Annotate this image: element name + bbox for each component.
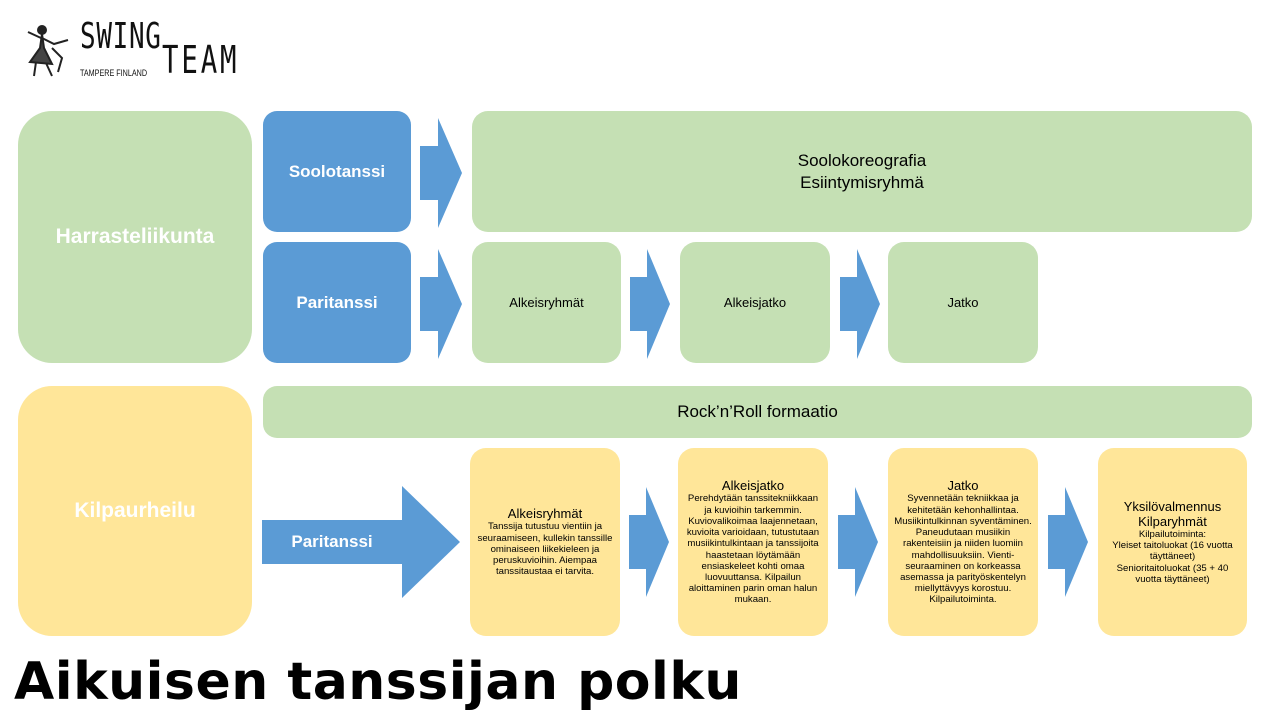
- category-harrasteliikunta: Harrasteliikunta: [18, 111, 252, 363]
- arrow-right-icon: [629, 487, 669, 597]
- soolokoreografia-label: Soolokoreografia: [797, 150, 927, 170]
- page-title: Aikuisen tanssijan polku: [14, 652, 742, 712]
- arrow-right-icon: [420, 118, 462, 228]
- arrow-right-icon: [420, 249, 462, 359]
- kilpa-stage-alkeisjatko: Alkeisjatko Perehdytään tanssitekniikkaa…: [678, 448, 828, 636]
- paritanssi-box: Paritanssi: [263, 242, 411, 363]
- kilpa-stage-jatko: Jatko Syvennetään tekniikkaa ja kehitetä…: [888, 448, 1038, 636]
- swing-team-logo: SWING TEAM TAMPERE FINLAND: [22, 18, 240, 84]
- soolotanssi-label: Soolotanssi: [288, 161, 386, 181]
- stage-label: Alkeisryhmät: [509, 295, 584, 310]
- arrow-right-icon: [630, 249, 670, 359]
- stage-label: Jatko: [947, 295, 979, 310]
- logo-location: TAMPERE FINLAND: [80, 68, 148, 78]
- kilpa-stage-description-line: Kilpailutoiminta:: [1138, 528, 1207, 540]
- arrow-right-icon: [1048, 487, 1088, 597]
- stage-alkeisryhmat: Alkeisryhmät: [472, 242, 621, 363]
- paritanssi-arrow: [262, 486, 460, 598]
- kilpa-stage-alkeisryhmat: Alkeisryhmät Tanssija tutustuu vientiin …: [470, 448, 620, 636]
- stage-alkeisjatko: Alkeisjatko: [680, 242, 830, 363]
- kilpa-stage-title: Alkeisjatko: [721, 478, 785, 494]
- category-kilpaurheilu-label: Kilpaurheilu: [74, 499, 196, 522]
- category-kilpaurheilu: Kilpaurheilu: [18, 386, 252, 636]
- category-harrasteliikunta-label: Harrasteliikunta: [55, 225, 215, 248]
- logo-wordmark-bottom: TEAM: [162, 38, 240, 82]
- kilpa-stage-description-line: Yleiset taitoluokat (16 vuotta täyttänee…: [1112, 540, 1233, 563]
- kilpa-stage-yksilovalmennus: Yksilövalmennus Kilparyhmät Kilpailutoim…: [1098, 448, 1247, 636]
- kilpa-paritanssi-label: Paritanssi: [291, 532, 373, 551]
- stage-label: Alkeisjatko: [723, 295, 787, 310]
- paritanssi-label: Paritanssi: [296, 292, 378, 312]
- logo-wordmark-top: SWING: [80, 16, 162, 57]
- kilpa-stage-description: Tanssija tutustuu vientiin ja seuraamise…: [477, 521, 613, 578]
- esiintymisryhma-label: Esiintymisryhmä: [800, 172, 924, 192]
- rocknroll-formaatio-box: Rock’n’Roll formaatio: [263, 386, 1252, 438]
- arrow-right-icon: [838, 487, 878, 597]
- dancer-icon: [27, 25, 69, 77]
- kilpa-stage-description: Syvennetään tekniikkaa ja kehitetään keh…: [894, 493, 1032, 606]
- kilpa-stage-title: Jatko: [947, 478, 979, 494]
- kilpa-stage-title-line1: Yksilövalmennus: [1123, 498, 1222, 514]
- soolotanssi-target-box: Soolokoreografia Esiintymisryhmä: [472, 111, 1252, 232]
- stage-jatko: Jatko: [888, 242, 1038, 363]
- kilpa-stage-title: Alkeisryhmät: [507, 506, 583, 522]
- rocknroll-formaatio-label: Rock’n’Roll formaatio: [677, 402, 838, 421]
- kilpa-stage-title-line2: Kilparyhmät: [1138, 513, 1207, 529]
- arrow-right-icon: [840, 249, 880, 359]
- soolotanssi-box: Soolotanssi: [263, 111, 411, 232]
- kilpa-stage-description: Perehdytään tanssitekniikkaan ja kuvioih…: [686, 493, 820, 606]
- kilpa-stage-description-line: Senioritaitoluokat (35 + 40 vuotta täytt…: [1116, 562, 1229, 585]
